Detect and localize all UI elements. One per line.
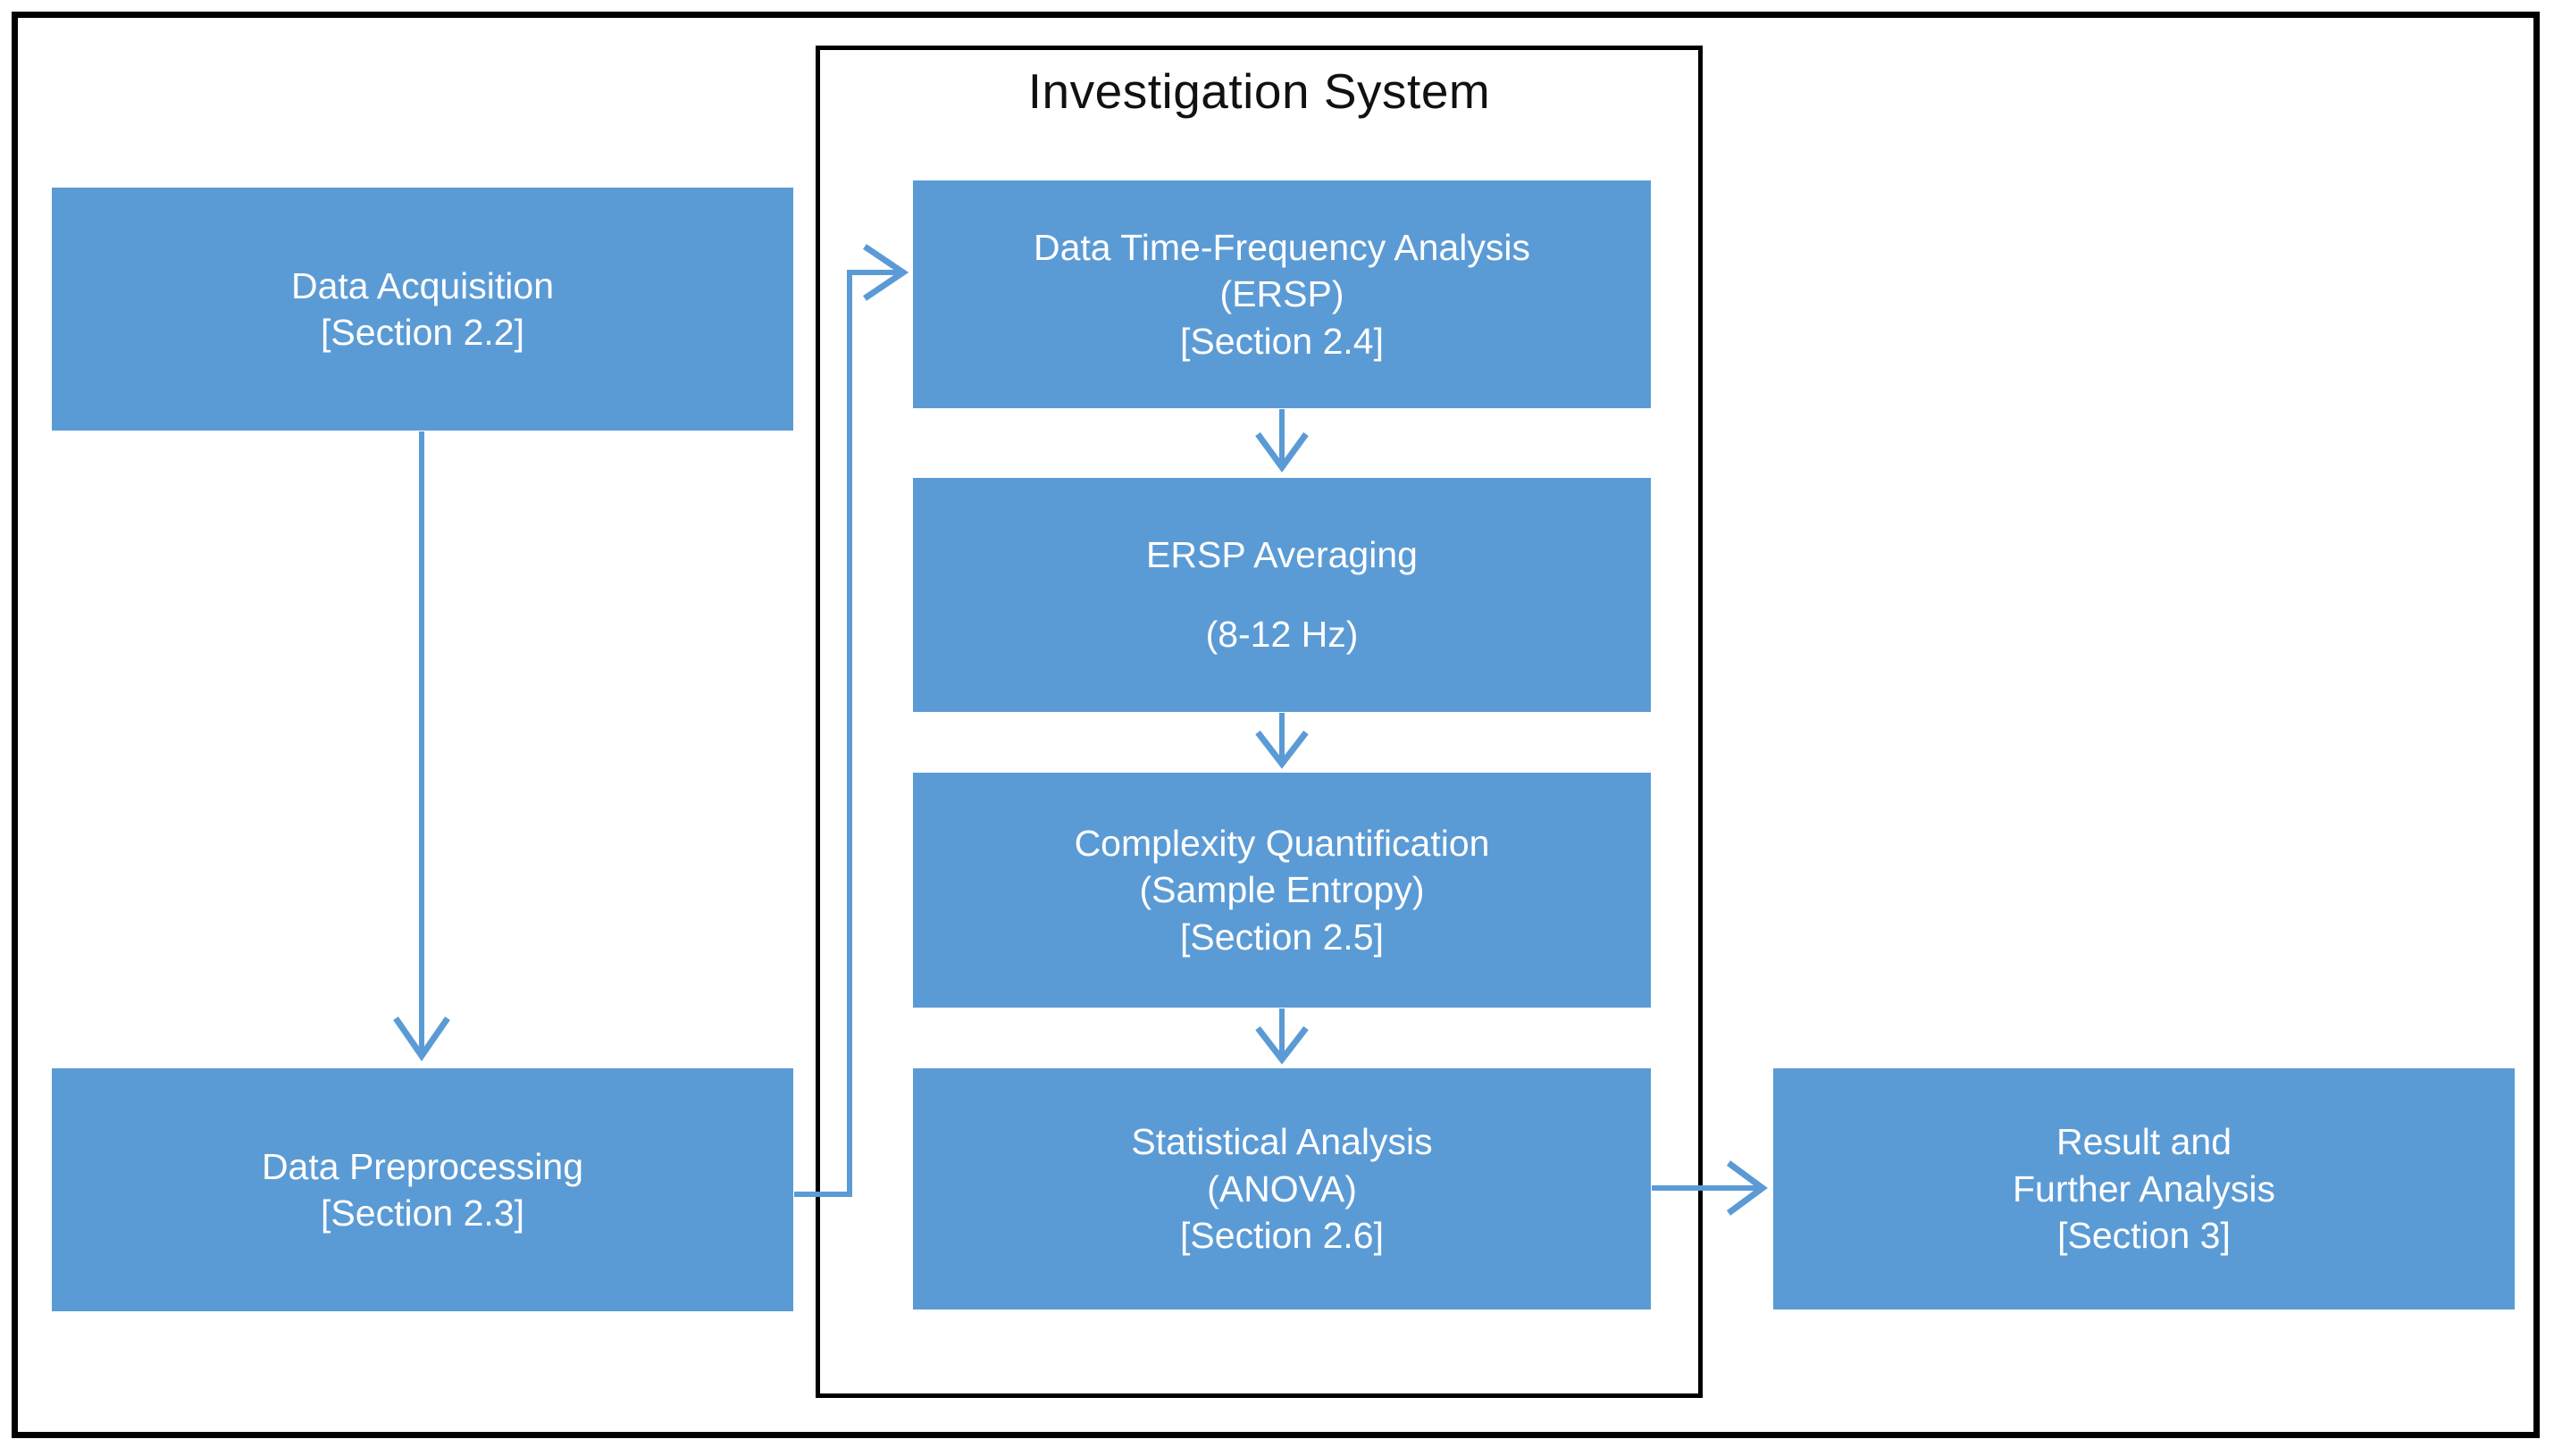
box-data-preprocessing-line1: Data Preprocessing bbox=[261, 1145, 584, 1187]
box-data-acquisition[interactable]: Data Acquisition [Section 2.2] bbox=[52, 188, 793, 431]
box-data-acquisition-line1: Data Acquisition bbox=[290, 264, 554, 306]
box-data-acquisition-line2: [Section 2.2] bbox=[321, 312, 524, 353]
box-time-frequency-analysis-line3: [Section 2.4] bbox=[1180, 320, 1384, 362]
investigation-system-title: Investigation System bbox=[1027, 63, 1491, 119]
box-complexity-quantification[interactable]: Complexity Quantification (Sample Entrop… bbox=[913, 773, 1651, 1008]
box-complexity-quantification-line3: [Section 2.5] bbox=[1180, 916, 1384, 958]
box-ersp-averaging[interactable]: ERSP Averaging (8-12 Hz) bbox=[913, 478, 1651, 712]
box-statistical-analysis[interactable]: Statistical Analysis (ANOVA) [Section 2.… bbox=[913, 1068, 1651, 1310]
box-complexity-quantification-line2: (Sample Entropy) bbox=[1139, 869, 1425, 911]
box-result-and-further-analysis-line2: Further Analysis bbox=[2013, 1167, 2275, 1209]
box-ersp-averaging-line1: ERSP Averaging bbox=[1146, 534, 1418, 576]
box-time-frequency-analysis[interactable]: Data Time-Frequency Analysis (ERSP) [Sec… bbox=[913, 180, 1651, 408]
box-time-frequency-analysis-line2: (ERSP) bbox=[1219, 273, 1344, 315]
outer-frame-border bbox=[12, 12, 2540, 1438]
box-result-and-further-analysis[interactable]: Result and Further Analysis [Section 3] bbox=[1773, 1068, 2515, 1310]
box-statistical-analysis-line1: Statistical Analysis bbox=[1131, 1121, 1433, 1163]
box-result-and-further-analysis-line3: [Section 3] bbox=[2057, 1215, 2231, 1257]
box-result-and-further-analysis-line1: Result and bbox=[2056, 1121, 2232, 1163]
box-complexity-quantification-line1: Complexity Quantification bbox=[1074, 822, 1490, 864]
box-statistical-analysis-line3: [Section 2.6] bbox=[1180, 1215, 1384, 1257]
box-ersp-averaging-line2: (8-12 Hz) bbox=[1205, 614, 1359, 656]
box-statistical-analysis-line2: (ANOVA) bbox=[1207, 1167, 1357, 1209]
box-time-frequency-analysis-line1: Data Time-Frequency Analysis bbox=[1033, 226, 1530, 268]
box-data-preprocessing[interactable]: Data Preprocessing [Section 2.3] bbox=[52, 1068, 793, 1311]
box-data-preprocessing-line2: [Section 2.3] bbox=[321, 1192, 524, 1234]
